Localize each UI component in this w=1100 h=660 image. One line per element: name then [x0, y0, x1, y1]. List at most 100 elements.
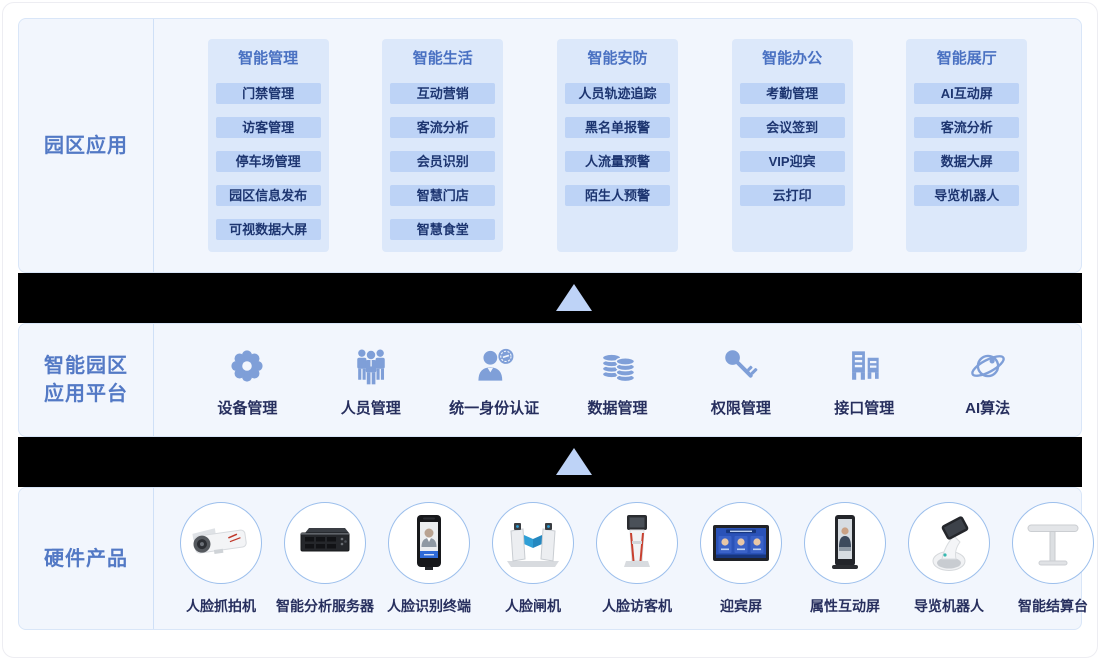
platform-module-label: 统一身份认证 — [449, 400, 540, 417]
app-column-title: 智能办公 — [762, 50, 823, 67]
row-label-text: 园区应用 — [44, 134, 128, 157]
product-list: 人脸抓拍机 智能分析服务器 人脸识别终端 人脸闸机 — [154, 501, 1100, 616]
product-item: 智能分析服务器 — [273, 501, 377, 616]
app-chip: AI互动屏 — [914, 83, 1020, 104]
app-chip: 人流量预警 — [564, 151, 670, 172]
row-label-applications: 园区应用 — [19, 19, 154, 272]
section-hardware: 硬件产品 人脸抓拍机 智能分析服务器 — [18, 487, 1094, 630]
app-column-title: 智能安防 — [587, 50, 648, 67]
database-stack-icon — [601, 353, 635, 383]
interactive-totem-icon — [832, 514, 858, 569]
app-chip: 客流分析 — [390, 117, 496, 138]
upward-triangle-icon — [556, 448, 592, 475]
product-label: 智能分析服务器 — [276, 597, 374, 614]
app-chip: 考勤管理 — [739, 83, 845, 104]
platform-module-label: 人员管理 — [340, 400, 401, 417]
architecture-diagram: 园区应用 智能管理门禁管理访客管理停车场管理园区信息发布可视数据大屏智能生活互动… — [18, 18, 1094, 630]
section-platform: 智能园区 应用平台 设备管理 人员管理 — [18, 323, 1082, 437]
product-photo-circle — [596, 501, 678, 584]
section-applications: 园区应用 智能管理门禁管理访客管理停车场管理园区信息发布可视数据大屏智能生活互动… — [18, 18, 1082, 273]
product-item: 人脸闸机 — [481, 501, 585, 616]
product-photo-circle — [1012, 501, 1094, 584]
divider-band-bottom — [18, 437, 1082, 487]
product-item: 人脸抓拍机 — [169, 501, 273, 616]
product-label: 属性互动屏 — [810, 597, 880, 614]
row-label-text: 硬件产品 — [44, 547, 128, 570]
platform-module-icon-wrap — [225, 342, 269, 388]
app-chip: 访客管理 — [215, 117, 321, 138]
product-item: 属性互动屏 — [793, 501, 897, 616]
app-chip: 智慧食堂 — [390, 219, 496, 240]
product-photo-circle — [908, 501, 990, 584]
product-photo-circle — [492, 501, 574, 584]
app-chip: 会议签到 — [739, 117, 845, 138]
identity-certified-icon — [478, 348, 514, 381]
product-label: 人脸抓拍机 — [186, 597, 256, 614]
platform-module-label: AI算法 — [965, 400, 1011, 417]
app-chip: 客流分析 — [914, 117, 1020, 138]
platform-module-icon-wrap — [349, 342, 393, 388]
guide-robot-icon — [932, 515, 969, 571]
face-terminal-icon — [417, 514, 441, 570]
app-chip: 人员轨迹追踪 — [564, 83, 670, 104]
app-column-card: 智能生活互动营销客流分析会员识别智慧门店智慧食堂 — [382, 39, 504, 252]
product-label: 人脸识别终端 — [387, 597, 471, 614]
divider-band-top — [18, 273, 1082, 323]
row-label-hardware: 硬件产品 — [19, 488, 154, 629]
platform-module-label: 接口管理 — [834, 400, 895, 417]
app-column-card: 智能安防人员轨迹追踪黑名单报警人流量预警陌生人预警 — [556, 39, 678, 252]
smart-checkout-icon — [1027, 524, 1079, 565]
product-item: 人脸访客机 — [585, 501, 689, 616]
platform-module-icon-wrap — [595, 342, 641, 388]
app-chip: 停车场管理 — [215, 151, 321, 172]
product-photo-circle — [700, 501, 782, 584]
app-chip: 会员识别 — [390, 151, 496, 172]
row-label-platform: 智能园区 应用平台 — [19, 324, 154, 436]
app-column-card: 智能管理门禁管理访客管理停车场管理园区信息发布可视数据大屏 — [207, 39, 329, 252]
visitor-kiosk-icon — [624, 514, 650, 567]
product-photo-circle — [180, 501, 262, 584]
buildings-icon — [852, 351, 879, 380]
row-label-text-line2: 应用平台 — [44, 383, 128, 405]
app-chip: 智慧门店 — [390, 185, 496, 206]
platform-modules: 设备管理 人员管理 统一身份认证 数据管理 — [154, 342, 1081, 418]
face-capture-camera-icon — [192, 527, 247, 554]
face-gate-icon — [507, 522, 559, 567]
product-item: 迎宾屏 — [689, 501, 793, 616]
platform-module: 设备管理 — [192, 342, 302, 418]
platform-module: 接口管理 — [809, 342, 919, 418]
app-chip: 数据大屏 — [914, 151, 1020, 172]
platform-module-icon-wrap — [471, 342, 517, 388]
product-photo-circle — [804, 501, 886, 584]
app-chip: 陌生人预警 — [564, 185, 670, 206]
product-photo-circle — [388, 501, 470, 584]
app-columns: 智能管理门禁管理访客管理停车场管理园区信息发布可视数据大屏智能生活互动营销客流分… — [154, 18, 1081, 273]
product-label: 人脸闸机 — [505, 597, 561, 614]
key-icon — [725, 350, 758, 378]
product-label: 智能结算台 — [1018, 597, 1088, 614]
upward-triangle-icon — [556, 284, 592, 311]
gear-icon — [231, 350, 263, 382]
platform-module: 统一身份认证 — [439, 342, 549, 418]
platform-module-label: 设备管理 — [217, 400, 278, 417]
app-chip: 黑名单报警 — [564, 117, 670, 138]
app-column-title: 智能展厅 — [936, 50, 997, 67]
product-label: 迎宾屏 — [720, 597, 762, 614]
app-chip: 可视数据大屏 — [215, 219, 321, 240]
platform-module-icon-wrap — [719, 342, 763, 388]
welcome-screen-icon — [713, 524, 769, 561]
product-item: 人脸识别终端 — [377, 501, 481, 616]
platform-module: AI算法 — [933, 342, 1043, 418]
people-group-icon — [357, 349, 385, 385]
platform-module: 人员管理 — [316, 342, 426, 418]
platform-module-label: 数据管理 — [587, 400, 648, 417]
analysis-server-icon — [300, 527, 350, 551]
platform-module: 权限管理 — [686, 342, 796, 418]
app-chip: VIP迎宾 — [739, 151, 845, 172]
app-column-title: 智能管理 — [238, 50, 299, 67]
product-label: 导览机器人 — [914, 597, 984, 614]
platform-module-icon-wrap — [842, 342, 886, 388]
product-item: 智能结算台 — [1001, 501, 1100, 616]
product-item: 导览机器人 — [897, 501, 1001, 616]
